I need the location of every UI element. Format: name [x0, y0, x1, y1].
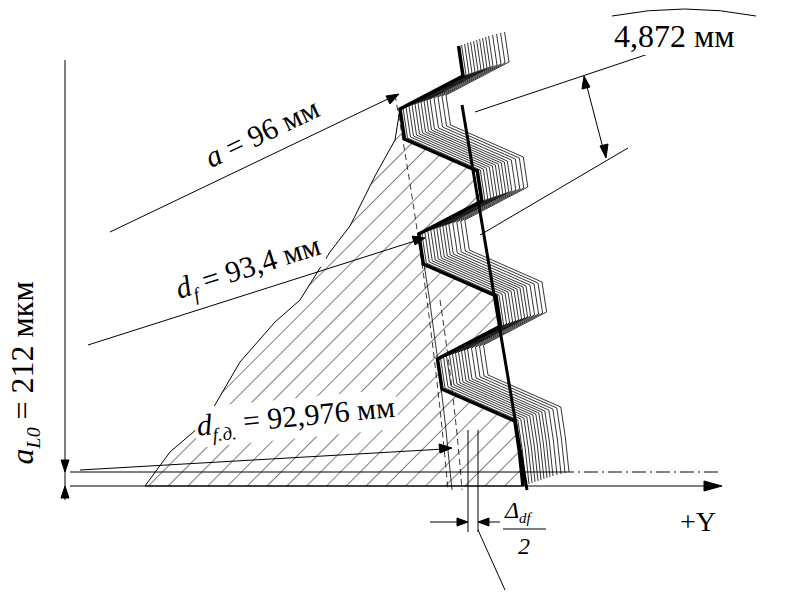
dimension-text: f.д.: [212, 422, 238, 445]
tooth-profile: [400, 46, 523, 486]
dimension-leaders: [80, 9, 756, 590]
axis-line: [462, 105, 527, 490]
dimension-text: 2: [518, 533, 530, 559]
dimension-text: = 96 мм: [220, 91, 324, 164]
arc-length-dimension: 4,872 мм: [612, 17, 737, 55]
axes: [61, 60, 722, 500]
offset-dimension: aL0 = 212 мкм: [3, 279, 46, 466]
deviation-numerator: Δdf: [503, 496, 533, 528]
dimension-text: a: [4, 448, 40, 464]
dimension-text: L0: [22, 427, 44, 448]
dimension-text: = 212 мкм: [4, 281, 40, 419]
dimension-text: df: [519, 510, 531, 526]
axis-label: +Y: [678, 505, 718, 539]
dimension-text: a: [199, 137, 227, 173]
dimension-text: 4,872 мм: [614, 18, 735, 54]
diameter-arcs: [395, 95, 462, 490]
profile-envelope: [403, 32, 569, 485]
dimension-text: +Y: [680, 506, 716, 537]
dimension-text: = 93,4 мм: [198, 228, 325, 296]
deviation-denominator: 2: [516, 532, 532, 561]
dimension-text: Δ: [505, 497, 519, 523]
addendum-diameter-dimension: a= 96 мм: [197, 89, 327, 176]
dimension-text: d: [195, 408, 213, 442]
